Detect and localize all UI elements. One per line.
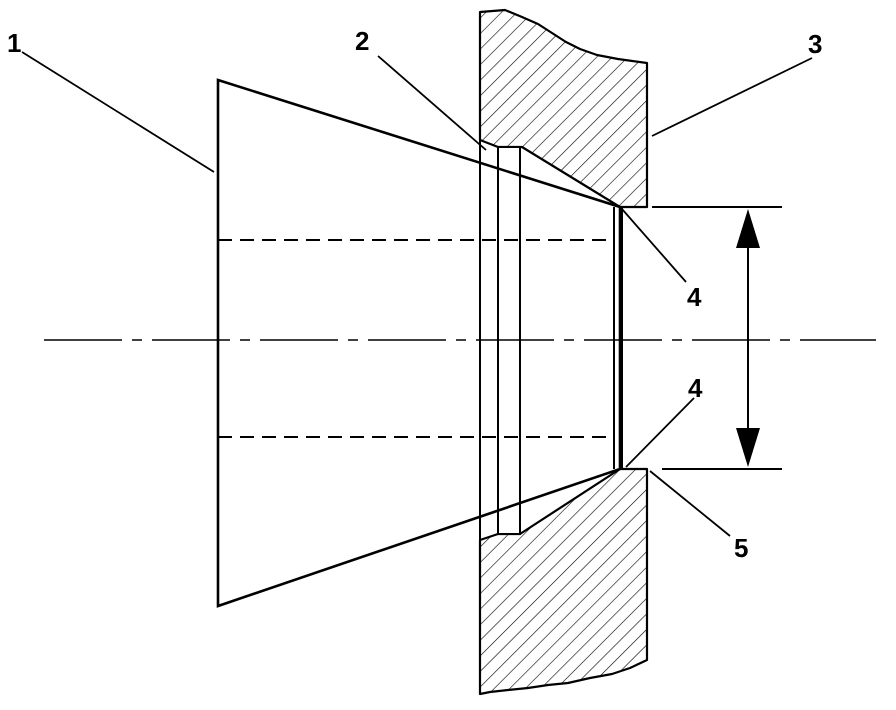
callout-3-plate: 3 [808,29,823,59]
callout-2-groove: 2 [355,26,370,56]
callout-4-edge-upper: 4 [687,282,702,312]
leader-5 [649,470,731,537]
leader-3 [651,57,813,137]
callout-5-face: 5 [734,533,749,563]
leader-2 [377,55,487,151]
leader-4-lower [625,397,695,468]
cone-body [216,78,622,608]
callout-1-cone: 1 [7,28,22,58]
plate-lower-section [478,467,649,696]
leader-4-upper [621,208,687,283]
dimension-arrow-up [736,209,760,248]
leader-1 [21,51,215,173]
dimension-arrow-down [736,428,760,467]
callout-4-edge-lower: 4 [688,373,703,403]
